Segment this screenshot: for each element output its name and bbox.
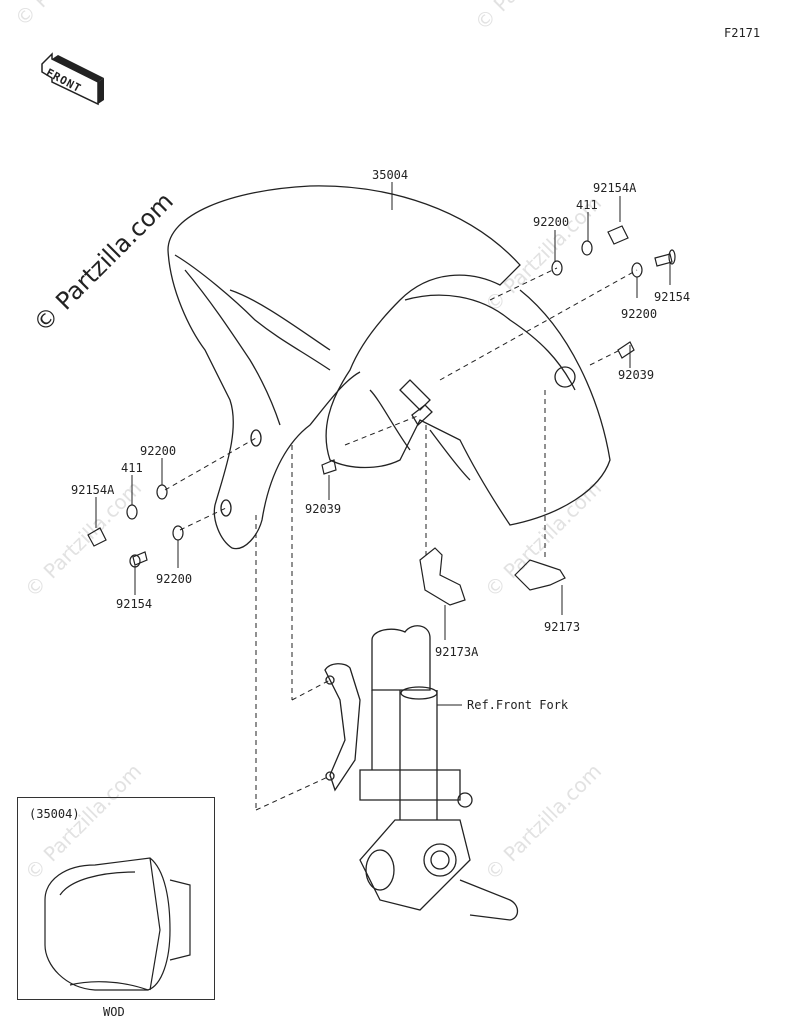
part-label-92039-center: 92039 <box>305 502 342 516</box>
part-label-92200-right: 92200 <box>621 307 658 321</box>
part-label-92173: 92173 <box>544 620 581 634</box>
part-label-92200-top: 92200 <box>533 215 570 229</box>
front-arrow-icon <box>41 52 104 106</box>
part-label-92154-left: 92154 <box>116 597 153 611</box>
inset-title: (35004) <box>29 807 80 821</box>
figure-code: F2171 <box>724 26 761 40</box>
part-label-92154A-left: 92154A <box>71 483 115 497</box>
part-label-92154A-right: 92154A <box>593 181 637 195</box>
part-label-92200-left-upper: 92200 <box>140 444 177 458</box>
part-label-92039-right: 92039 <box>618 368 655 382</box>
part-label-92173A: 92173A <box>435 645 479 659</box>
reference-front-fork: Ref.Front Fork <box>467 698 569 712</box>
part-label-92200-left-lower: 92200 <box>156 572 193 586</box>
part-label-411-right: 411 <box>576 198 598 212</box>
part-label-92154-right: 92154 <box>654 290 691 304</box>
part-label-411-left: 411 <box>121 461 143 475</box>
inset-frame <box>17 797 215 1000</box>
inset-caption: WOD <box>103 1005 125 1019</box>
part-label-35004: 35004 <box>372 168 409 182</box>
